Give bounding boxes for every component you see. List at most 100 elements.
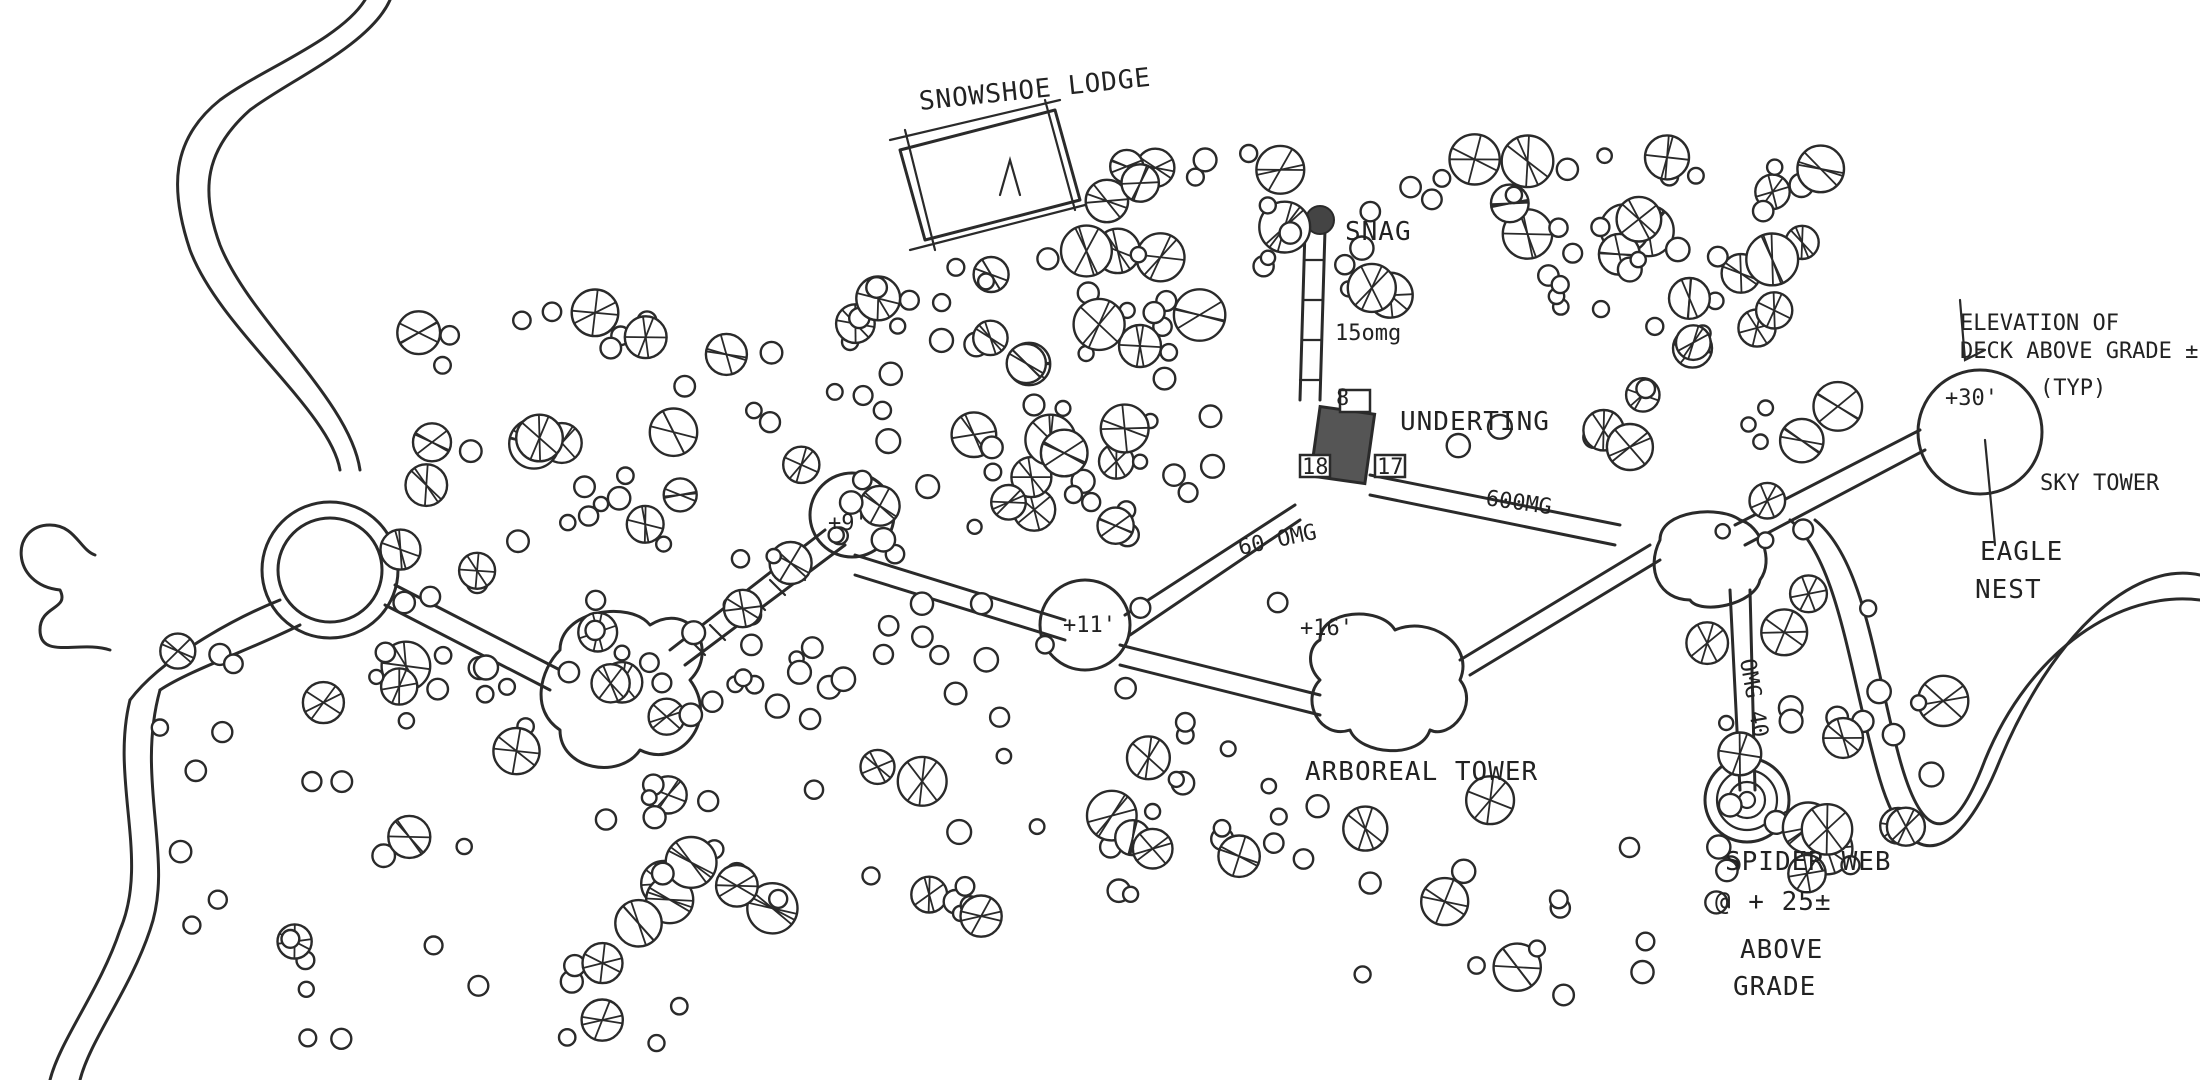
tree (301, 770, 323, 793)
tree-branch (1502, 947, 1533, 987)
tree-branch (424, 464, 429, 506)
tree-branch (1811, 808, 1843, 851)
tree (455, 837, 474, 856)
tree (1054, 399, 1072, 418)
tree (1080, 491, 1102, 513)
tree (1063, 484, 1084, 505)
tree (439, 324, 461, 346)
tree (606, 485, 632, 511)
tree-branch (1027, 457, 1036, 498)
tree (559, 513, 577, 532)
tree (872, 643, 895, 666)
tree (1504, 185, 1524, 205)
lodge-building (888, 98, 1087, 252)
tree (979, 435, 1004, 460)
tree-branch (868, 751, 887, 783)
tree-branch (1490, 201, 1529, 206)
tree (1420, 188, 1443, 211)
tree-branch (1757, 484, 1777, 517)
tree (1358, 871, 1382, 895)
tree-branch (1044, 439, 1085, 467)
tree (1266, 591, 1289, 614)
label-seg-40omg: OMG 40 (1734, 657, 1772, 740)
tree (426, 677, 450, 701)
deck-11-circle (1038, 578, 1132, 672)
tree (1219, 740, 1237, 758)
tree (1353, 965, 1372, 984)
tree-branch (1356, 807, 1375, 850)
tree (1162, 463, 1186, 487)
tree (640, 789, 658, 807)
tree (594, 808, 618, 831)
tree (1121, 885, 1140, 903)
tree (1114, 676, 1138, 700)
spider-deck (1652, 510, 1768, 609)
label-spider-2: @ + 25± (1715, 887, 1832, 917)
tree-layer (150, 133, 1970, 1053)
tree (1167, 770, 1186, 789)
tree (1143, 802, 1162, 821)
deck-start (539, 609, 704, 769)
tree-branch (591, 289, 599, 337)
tree (1548, 217, 1569, 238)
tree (929, 644, 950, 666)
tree-branch (960, 910, 1002, 922)
label-eagle-2: NEST (1975, 575, 2042, 605)
tree-branch (1783, 427, 1820, 455)
tree-branch (1086, 193, 1128, 209)
tree (1467, 956, 1486, 975)
tree (943, 681, 968, 706)
tree (870, 526, 897, 553)
tree (368, 668, 385, 686)
tree (182, 915, 202, 935)
tree-branch (670, 846, 712, 879)
tree (1198, 404, 1223, 429)
tree (330, 770, 354, 794)
tree-branch (394, 530, 407, 570)
tree (647, 1033, 666, 1053)
tree (650, 861, 675, 886)
tree-branch (1739, 254, 1743, 293)
sky-tower-deck (1916, 368, 2044, 496)
tree (765, 547, 783, 565)
tree-branch (650, 425, 697, 439)
tree-branch (1087, 808, 1137, 823)
tree (946, 257, 966, 277)
tree (374, 641, 397, 664)
label-seg-600mg: 600MG (1484, 486, 1553, 520)
tree (150, 718, 170, 737)
tree (1618, 836, 1641, 859)
tree-branch (1118, 344, 1161, 348)
tree-branch (1473, 781, 1507, 819)
tree-branch (795, 447, 808, 483)
tree (1552, 983, 1576, 1007)
tree (758, 411, 782, 434)
tree (419, 585, 442, 608)
tree (298, 1028, 318, 1048)
tree (764, 693, 791, 719)
tree (768, 888, 789, 910)
tree (1765, 158, 1784, 176)
tree-branch (1502, 232, 1553, 236)
tree (1778, 708, 1804, 734)
tree (1717, 714, 1735, 732)
tree (889, 317, 907, 335)
tree (878, 361, 904, 387)
tree (1635, 931, 1656, 952)
tree-branch (918, 756, 926, 806)
tree (1174, 711, 1196, 733)
tree-branch (593, 1000, 611, 1040)
tree-branch (1451, 147, 1498, 172)
tree-branch (992, 494, 1025, 511)
tree-branch (1133, 842, 1172, 856)
tree (1792, 518, 1815, 541)
tree (701, 690, 724, 714)
tree (988, 706, 1011, 728)
label-seg-snag: 15omg (1335, 321, 1401, 346)
tree-branch (459, 568, 496, 573)
tree (1918, 761, 1945, 788)
label-seg-60omg: 60 OMG (1236, 520, 1319, 561)
tree (1258, 196, 1278, 215)
tree (1555, 157, 1580, 182)
